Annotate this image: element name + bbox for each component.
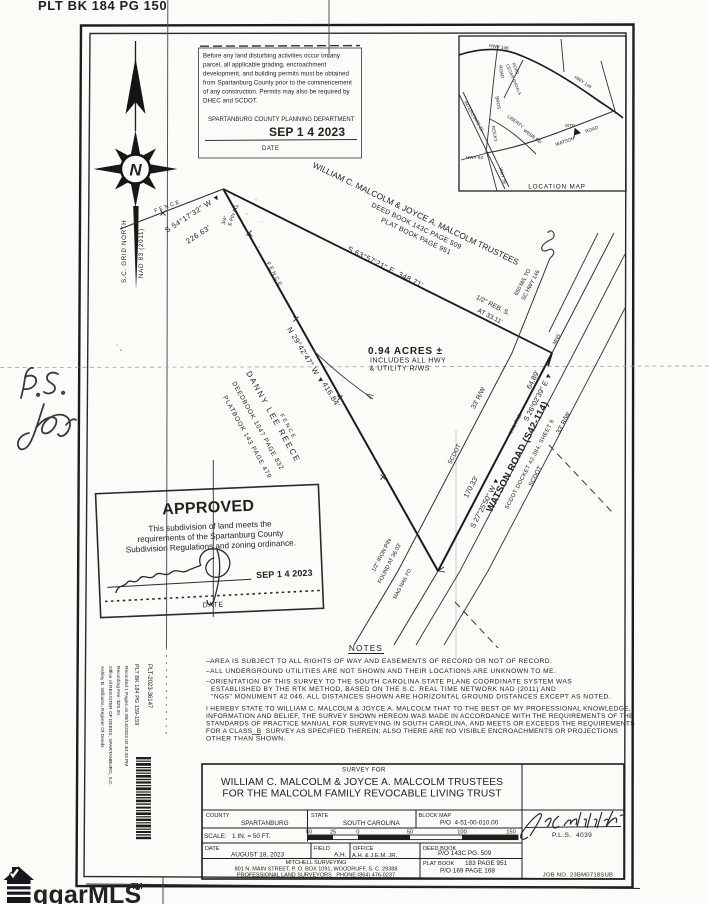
svg-text:AUGUST 18, 2023: AUGUST 18, 2023 bbox=[231, 852, 285, 859]
svg-text:INFORMATION AND BELIEF, THE SU: INFORMATION AND BELIEF, THE SURVEY SHOWN… bbox=[206, 713, 634, 720]
svg-text:HWY 92: HWY 92 bbox=[466, 155, 483, 160]
svg-text:S.C. GRID NORTH: S.C. GRID NORTH bbox=[121, 220, 128, 283]
svg-text:& UTILITY R/WS: & UTILITY R/WS bbox=[370, 366, 430, 373]
svg-text:ROAD: ROAD bbox=[585, 125, 600, 134]
svg-text:Recording Fee: $25.00: Recording Fee: $25.00 bbox=[115, 666, 121, 715]
svg-text:Office of REGISTER OF DEEDS, S: Office of REGISTER OF DEEDS, SPARTANBURG… bbox=[107, 666, 113, 786]
svg-text:parcel, all applicable grading: parcel, all applicable grading, encroach… bbox=[203, 62, 327, 69]
svg-text:25: 25 bbox=[330, 830, 336, 836]
svg-text:INCLUDES ALL HWY: INCLUDES ALL HWY bbox=[370, 358, 446, 365]
svg-text:LOCATION MAP: LOCATION MAP bbox=[528, 184, 585, 191]
svg-text:DEED BOOK: DEED BOOK bbox=[423, 846, 457, 852]
svg-text:P.L.S. 4039: P.L.S. 4039 bbox=[552, 832, 592, 839]
svg-text:COUNTY: COUNTY bbox=[206, 813, 230, 819]
svg-text:I HEREBY STATE TO WILLIAM C. M: I HEREBY STATE TO WILLIAM C. MALCOLM & J… bbox=[206, 706, 631, 713]
svg-text:0.94 ACRES ±: 0.94 ACRES ± bbox=[368, 346, 443, 357]
svg-text:N: N bbox=[129, 161, 142, 180]
svg-text:PLT BK 184 PG 159-159: PLT BK 184 PG 159-159 bbox=[133, 664, 139, 725]
svg-text:from Spartanburg County prior: from Spartanburg County prior to the com… bbox=[203, 80, 352, 87]
svg-text:P/O 4-51-00-010.00: P/O 4-51-00-010.00 bbox=[440, 820, 499, 827]
svg-text:STATE: STATE bbox=[311, 813, 328, 819]
svg-text:HWY 146: HWY 146 bbox=[489, 43, 510, 51]
svg-text:PLT-2023-36147: PLT-2023-36147 bbox=[146, 664, 152, 709]
svg-text:SCALE: 1 IN. = 50 FT.: SCALE: 1 IN. = 50 FT. bbox=[204, 833, 271, 840]
svg-text:BLOCK MAP: BLOCK MAP bbox=[419, 813, 452, 819]
svg-text:183 PAGE 951: 183 PAGE 951 bbox=[465, 860, 508, 867]
svg-text:BROS: BROS bbox=[494, 96, 501, 110]
svg-text:SPARTANBURG: SPARTANBURG bbox=[241, 820, 289, 827]
svg-text:MITCHELL SURVEYING: MITCHELL SURVEYING bbox=[286, 860, 347, 866]
svg-text:of any construction. Permits m: of any construction. Permits may also be… bbox=[203, 89, 351, 96]
svg-text:P/O 169 PAGE 168: P/O 169 PAGE 168 bbox=[440, 868, 495, 875]
svg-text:801 N. MAIN STREET, P. O. BOX: 801 N. MAIN STREET, P. O. BOX 1091, WOOD… bbox=[235, 867, 398, 873]
svg-text:SITE: SITE bbox=[565, 123, 575, 128]
svg-text:development, and building perm: development, and building permits must b… bbox=[203, 71, 349, 78]
svg-text:SPARTANBURG COUNTY PLANNING DE: SPARTANBURG COUNTY PLANNING DEPARTMENT bbox=[208, 117, 355, 123]
svg-text:JOB NO. 23BM0718SUB: JOB NO. 23BM0718SUB bbox=[543, 873, 613, 879]
svg-text:Before any land disturbing act: Before any land disturbing activities oc… bbox=[203, 53, 341, 60]
svg-text:100: 100 bbox=[457, 830, 467, 836]
svg-text:50: 50 bbox=[306, 830, 312, 836]
svg-text:TM: TM bbox=[131, 882, 143, 891]
svg-text:FOR THE MALCOLM FAMILY REVOCAB: FOR THE MALCOLM FAMILY REVOCABLE LIVING … bbox=[222, 789, 501, 800]
svg-text:PROFESSIONAL LAND SURVEYORS: PROFESSIONAL LAND SURVEYORS PHONE:(864) … bbox=[237, 873, 395, 879]
svg-text:DATE: DATE bbox=[205, 846, 220, 852]
svg-text:PLAT BOOK: PLAT BOOK bbox=[423, 861, 454, 867]
svg-text:PLT BK 184 PG 150: PLT BK 184 PG 150 bbox=[38, 0, 167, 13]
svg-text:Recorded 1 Pages on 09/14/2023: Recorded 1 Pages on 09/14/2023 02:40:34 … bbox=[123, 666, 129, 766]
svg-text:STANDARDS OF PRACTICE MANUAL F: STANDARDS OF PRACTICE MANUAL FOR SURVEYI… bbox=[206, 721, 635, 728]
svg-text:ESTABLISHED BY THE RTK METHOD,: ESTABLISHED BY THE RTK METHOD, BASED ON … bbox=[211, 686, 556, 693]
svg-text:SEP 1 4 2023: SEP 1 4 2023 bbox=[256, 568, 313, 580]
svg-text:3/4": 3/4" bbox=[221, 215, 230, 225]
svg-text:ROCKY: ROCKY bbox=[491, 125, 499, 142]
svg-text:P/O 143C PG. 509: P/O 143C PG. 509 bbox=[438, 850, 492, 857]
svg-text:50: 50 bbox=[407, 830, 413, 836]
svg-text:MNS: MNS bbox=[552, 333, 563, 346]
svg-text:FIELD: FIELD bbox=[314, 846, 330, 852]
svg-text:DATE: DATE bbox=[262, 146, 280, 152]
svg-text:Ashley B. Williams, Register O: Ashley B. Williams, Register Of Deeds bbox=[99, 666, 105, 748]
svg-text:OTHER THAN SHOWN.: OTHER THAN SHOWN. bbox=[206, 736, 286, 743]
svg-text:–AREA IS SUBJECT TO ALL RIGHTS: –AREA IS SUBJECT TO ALL RIGHTS OF WAY AN… bbox=[206, 658, 552, 665]
svg-text:NOTES: NOTES bbox=[349, 644, 383, 653]
svg-text:–ALL UNDERGROUND UTILITIES ARE: –ALL UNDERGROUND UTILITIES ARE NOT SHOWN… bbox=[206, 668, 556, 675]
svg-text:ROAD: ROAD bbox=[498, 65, 505, 80]
svg-text:150: 150 bbox=[506, 830, 516, 836]
svg-text:–ORIENTATION OF THIS SURVEY TO: –ORIENTATION OF THIS SURVEY TO THE SOUTH… bbox=[206, 679, 572, 686]
svg-text:DATE: DATE bbox=[203, 601, 225, 609]
svg-text:SOUTH CAROLINA: SOUTH CAROLINA bbox=[343, 820, 401, 827]
svg-text:0: 0 bbox=[356, 830, 359, 836]
svg-text:APPROVED: APPROVED bbox=[162, 498, 255, 519]
svg-text:SURVEY FOR: SURVEY FOR bbox=[342, 768, 386, 774]
svg-text:WATSON: WATSON bbox=[555, 136, 575, 147]
svg-text:SEP 1 4 2023: SEP 1 4 2023 bbox=[269, 125, 345, 139]
svg-text:DHEC and SCDOT.: DHEC and SCDOT. bbox=[203, 98, 258, 105]
svg-text:WILLIAM C. MALCOLM & JOYCE A.: WILLIAM C. MALCOLM & JOYCE A. MALCOLM TR… bbox=[221, 777, 503, 788]
svg-text:ROAD: ROAD bbox=[511, 62, 520, 75]
svg-text:A.H. & J.E.M. JR.: A.H. & J.E.M. JR. bbox=[352, 853, 397, 859]
svg-text:ggarMLS: ggarMLS bbox=[33, 881, 141, 904]
svg-text:A.H.: A.H. bbox=[334, 852, 347, 859]
svg-text:"NGS" MONUMENT 42 046. ALL DIS: "NGS" MONUMENT 42 046. ALL DISTANCES SHO… bbox=[211, 694, 611, 701]
svg-text:OFFICE: OFFICE bbox=[353, 846, 374, 852]
svg-text:HWY 56: HWY 56 bbox=[498, 167, 508, 185]
svg-text:FOR A CLASS B SURVEY AS SPEC: FOR A CLASS B SURVEY AS SPECIFIED THEREI… bbox=[206, 728, 619, 735]
svg-text:NAD 83 (2011): NAD 83 (2011) bbox=[138, 228, 145, 278]
